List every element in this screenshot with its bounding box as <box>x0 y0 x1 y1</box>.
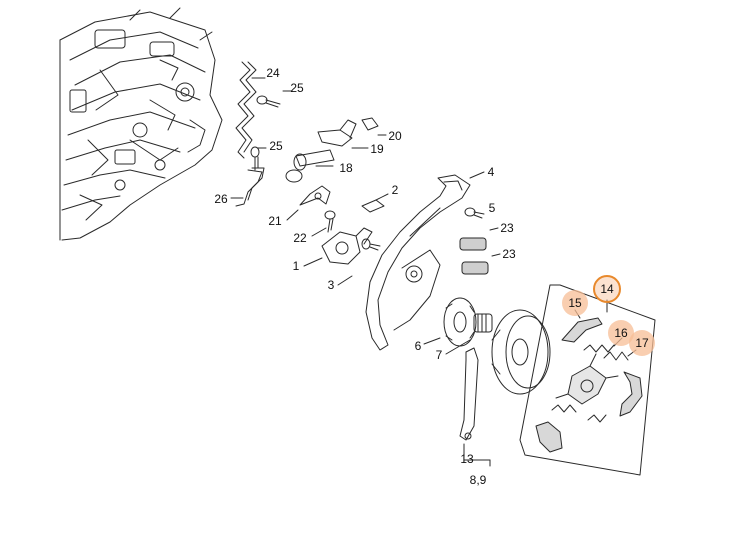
label-part-1: 1 <box>292 259 300 273</box>
label-part-23-lower: 23 <box>502 247 516 261</box>
part-13-lever <box>459 347 491 467</box>
part-4-brake-band <box>365 171 485 351</box>
label-part-18: 18 <box>339 161 353 175</box>
part-18-shaft <box>285 149 335 183</box>
label-part-15-highlighted: 15 <box>562 290 588 316</box>
part-26-bracket <box>230 167 265 207</box>
label-part-25-upper: 25 <box>290 81 304 95</box>
label-part-23-upper: 23 <box>500 221 514 235</box>
label-part-13: 13 <box>460 452 474 466</box>
part-24-spring-plate <box>235 61 266 159</box>
label-part-20: 20 <box>388 129 402 143</box>
part-3-screw <box>337 238 381 286</box>
label-part-3: 3 <box>327 278 335 292</box>
label-part-7: 7 <box>435 348 443 362</box>
label-part-16-highlighted: 16 <box>608 320 634 346</box>
part-25-screw-upper <box>256 90 293 108</box>
part-23-pads <box>459 227 501 275</box>
label-part-2: 2 <box>391 183 399 197</box>
clutch-drum <box>491 309 551 395</box>
clutch-shoe-left <box>535 421 563 453</box>
label-part-22: 22 <box>293 231 307 245</box>
label-part-17-highlighted: 17 <box>629 330 655 356</box>
label-part-19: 19 <box>370 142 384 156</box>
part-6-sprocket-rim <box>423 297 477 347</box>
label-part-5: 5 <box>488 201 496 215</box>
part-20-clip <box>361 117 387 136</box>
part-1-brake-assembly <box>303 227 373 267</box>
label-part-25-lower: 25 <box>269 139 283 153</box>
clutch-hub <box>555 353 619 405</box>
part-21-pivot <box>286 185 331 221</box>
label-part-24: 24 <box>266 66 280 80</box>
part-2-pin <box>361 193 389 213</box>
part-25-screw-lower <box>250 146 267 171</box>
part-7-bearing <box>445 313 493 355</box>
clutch-spring-lower <box>551 404 607 423</box>
part-19-lever <box>317 119 369 149</box>
label-part-8-9: 8,9 <box>469 473 487 487</box>
label-part-26: 26 <box>214 192 228 206</box>
label-part-14-highlighted: 14 <box>593 275 621 303</box>
part-5-screw <box>464 207 485 219</box>
engine-housing <box>59 7 223 241</box>
label-part-21: 21 <box>268 214 282 228</box>
label-part-4: 4 <box>487 165 495 179</box>
clutch-shoe-right <box>619 371 643 417</box>
part-22-bolt <box>311 210 336 237</box>
label-part-6: 6 <box>414 339 422 353</box>
